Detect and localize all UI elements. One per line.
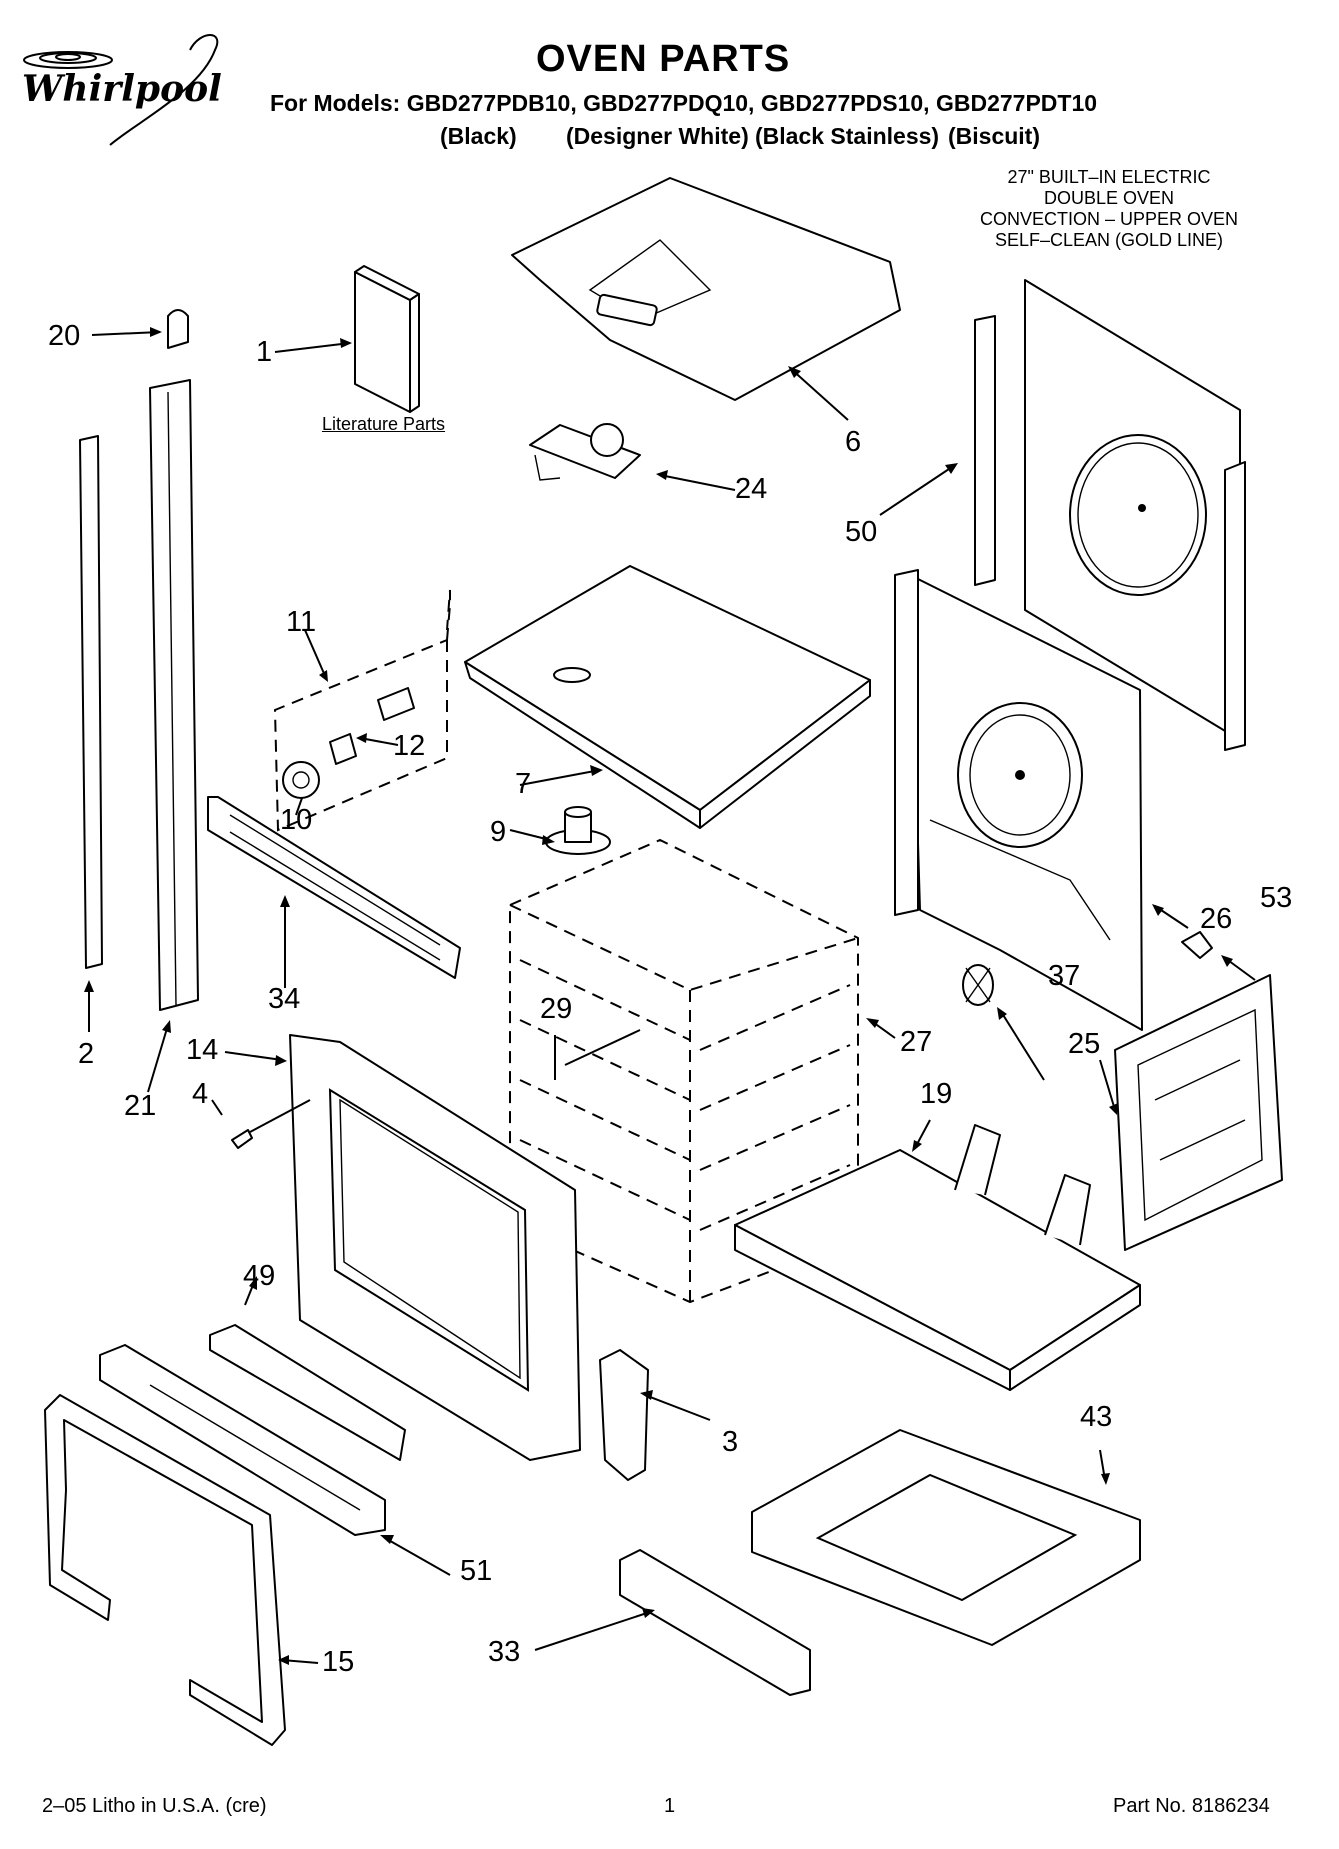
part-26-convection-frame [894, 569, 1189, 1031]
callout-49: 49 [243, 1260, 276, 1292]
description-line: CONVECTION – UPPER OVEN [979, 209, 1239, 229]
parts-10-11-12-light-assembly [273, 589, 451, 832]
brand-name: Whirlpool [22, 68, 222, 110]
callout-53: 53 [1260, 882, 1293, 914]
callout-6: 6 [845, 426, 862, 458]
callout-29: 29 [540, 993, 573, 1025]
models-line: For Models: GBD277PDB10, GBD277PDQ10, GB… [270, 90, 1098, 116]
footer-part-number: Part No. 8186234 [1113, 1795, 1270, 1817]
callout-27: 27 [900, 1026, 933, 1058]
callout-50: 50 [845, 516, 878, 548]
callout-25: 25 [1068, 1028, 1101, 1060]
part-20 [91, 309, 189, 349]
part-21-side-rail [147, 379, 199, 1093]
callout-10: 10 [280, 804, 313, 836]
description-line: SELF–CLEAN (GOLD LINE) [994, 230, 1224, 250]
callout-21: 21 [124, 1090, 157, 1122]
callout-51: 51 [460, 1555, 493, 1587]
appliance-description: 27" BUILT–IN ELECTRIC DOUBLE OVEN CONVEC… [929, 167, 1289, 251]
callout-3: 3 [722, 1426, 739, 1458]
description-line: DOUBLE OVEN [1043, 188, 1175, 208]
part-1-literature [274, 265, 420, 413]
part-7-tray [464, 565, 871, 829]
callout-43: 43 [1080, 1401, 1113, 1433]
variant-label: (Biscuit) [948, 123, 1040, 149]
footer-page-number: 1 [664, 1795, 676, 1817]
part-9 [509, 806, 611, 855]
part-43-tray [751, 1429, 1141, 1646]
part-15-gasket [44, 1394, 319, 1746]
footer-litho: 2–05 Litho in U.S.A. (cre) [42, 1795, 267, 1817]
page-title: OVEN PARTS [536, 38, 791, 80]
part-49 [209, 1276, 406, 1461]
description-line: 27" BUILT–IN ELECTRIC [1007, 167, 1211, 187]
callout-1: 1 [256, 336, 273, 368]
part-14-front-frame [224, 1034, 581, 1461]
callout-19: 19 [920, 1078, 953, 1110]
part-50-back-panel [879, 279, 1246, 751]
whirlpool-logo-swirl [23, 34, 219, 146]
part-37 [962, 964, 1045, 1081]
callout-14: 14 [186, 1034, 219, 1066]
variant-label: (Black Stainless) [755, 123, 940, 149]
callout-7: 7 [515, 768, 532, 800]
callout-24: 24 [735, 473, 768, 505]
variant-label: (Designer White) [566, 123, 749, 149]
literature-parts-label: Literature Parts [322, 414, 446, 434]
callout-34: 34 [268, 983, 301, 1015]
part-3 [599, 1349, 711, 1481]
part-24 [529, 423, 736, 491]
callout-15: 15 [322, 1646, 355, 1678]
part-53 [1181, 931, 1256, 981]
callout-37: 37 [1048, 960, 1081, 992]
callout-2: 2 [78, 1038, 95, 1070]
callout-26: 26 [1200, 903, 1233, 935]
part-4-screw [211, 1099, 311, 1149]
part-25-side-panel [1099, 974, 1283, 1251]
callout-33: 33 [488, 1636, 521, 1668]
callout-4: 4 [192, 1078, 209, 1110]
callout-11: 11 [286, 606, 317, 638]
variant-label: (Black) [440, 123, 517, 149]
part-51-trim-strip [99, 1344, 451, 1576]
callout-20: 20 [48, 320, 81, 352]
part-19-bottom-panel [734, 1119, 1141, 1391]
part-2-rail [79, 435, 103, 1032]
part-6-top-panel [511, 177, 901, 421]
part-33-bottom-trim [534, 1549, 811, 1696]
callout-12: 12 [393, 730, 426, 762]
callout-9: 9 [490, 816, 507, 848]
part-34-vent-trim [207, 796, 461, 988]
